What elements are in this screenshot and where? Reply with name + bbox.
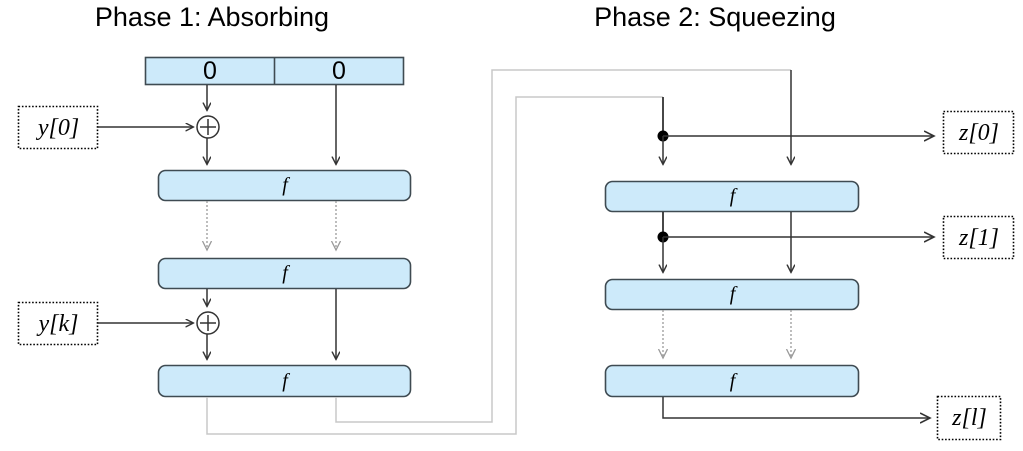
phase2-rate-wire-mid bbox=[657, 212, 669, 272]
phase1-f-block-1 bbox=[157, 169, 412, 202]
input-label-yk: y[k] bbox=[38, 311, 79, 337]
phase2-f-label-1: f bbox=[729, 185, 736, 207]
input-label-y0: y[0] bbox=[37, 115, 80, 141]
phase2-f-block-2 bbox=[604, 278, 860, 311]
phase1-f-block-2 bbox=[157, 257, 412, 290]
xor-node-0 bbox=[196, 115, 220, 139]
phase2-f-block-3 bbox=[604, 364, 860, 398]
initial-state-register bbox=[144, 56, 405, 86]
phase1-f-label-1: f bbox=[282, 174, 288, 196]
state-capacity-cell-value: 0 bbox=[332, 57, 346, 85]
phase2-outputl-wire bbox=[662, 397, 930, 418]
phase2-f-label-3: f bbox=[729, 370, 736, 392]
phase2-f-block-1 bbox=[604, 180, 860, 213]
phase2-f-label-2: f bbox=[729, 283, 736, 305]
state-rate-cell-value: 0 bbox=[203, 57, 217, 85]
phase1-title: Phase 1: Absorbing bbox=[94, 2, 330, 32]
output-label-zl: z[l] bbox=[952, 405, 987, 431]
output-box-z0[interactable] bbox=[942, 110, 1015, 155]
output-label-z0: z[0] bbox=[958, 120, 1000, 146]
output-box-zl[interactable] bbox=[936, 395, 1002, 441]
feedback-wire-rate bbox=[206, 96, 663, 435]
phase1-f-label-2: f bbox=[282, 262, 288, 284]
phase2-ellipsis-wires bbox=[663, 310, 791, 358]
input-box-y0[interactable] bbox=[17, 105, 99, 150]
phase2-title: Phase 2: Squeezing bbox=[594, 2, 836, 32]
phase2-rate-wire-top bbox=[657, 97, 669, 164]
input-box-yk[interactable] bbox=[17, 301, 99, 346]
phase1-f-block-3 bbox=[157, 364, 412, 398]
phase1-ellipsis-wires-1 bbox=[207, 201, 336, 250]
feedback-wire-capacity bbox=[335, 69, 791, 423]
output-label-z1: z[1] bbox=[958, 225, 1000, 251]
output-box-z1[interactable] bbox=[942, 215, 1015, 260]
xor-node-k bbox=[196, 311, 220, 335]
phase1-f-label-3: f bbox=[282, 370, 288, 392]
